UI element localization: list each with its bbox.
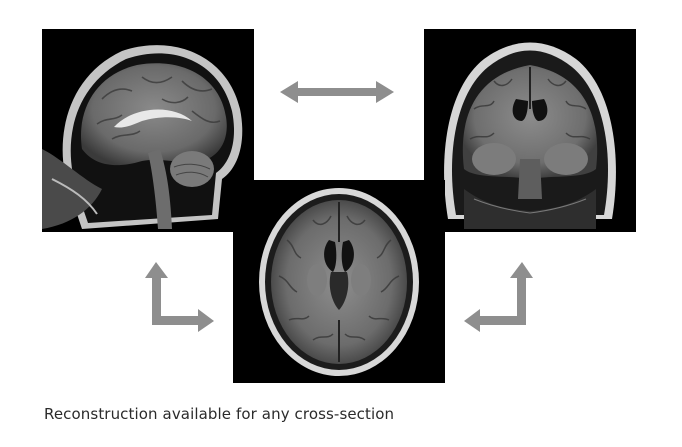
- elbow-arrow-up-left-icon: [460, 260, 534, 332]
- sagittal-mri-image: [42, 29, 254, 232]
- axial-mri-image: [233, 180, 445, 383]
- caption-text: Reconstruction available for any cross-s…: [44, 405, 395, 423]
- elbow-arrow-up-right-icon: [144, 260, 218, 332]
- double-headed-arrow-icon: [278, 78, 396, 106]
- coronal-mri-image: [424, 29, 636, 232]
